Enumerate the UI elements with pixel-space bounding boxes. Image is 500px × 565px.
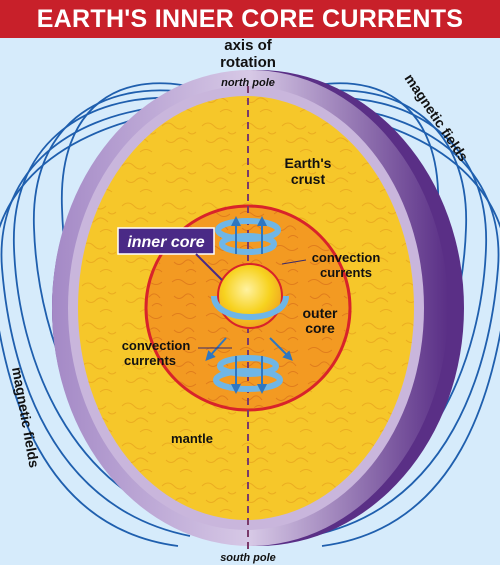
magnetic-fields-label-left: magnetic fields	[9, 366, 42, 469]
inner-core-pointer	[195, 253, 223, 281]
crust-label-line2: crust	[291, 171, 326, 187]
convection-arrows-top	[215, 218, 281, 255]
north-pole-label: north pole	[221, 77, 275, 89]
convection-arrows-bottom	[213, 355, 283, 392]
axis-label-line1: axis of	[224, 38, 273, 54]
inner-core-label: inner core	[127, 234, 204, 251]
axis-label-line2: rotation	[220, 54, 276, 71]
diagram-title: EARTH'S INNER CORE CURRENTS	[36, 4, 464, 33]
earth-diagram: inner core axis of rotation north pole s…	[0, 38, 500, 564]
inner-core-callout-box	[117, 227, 215, 255]
crust-label-line1: Earth's	[285, 155, 332, 171]
south-pole-label: south pole	[220, 552, 276, 564]
convection-right-leader	[281, 259, 307, 265]
mantle-label: mantle	[171, 431, 213, 446]
convection-left-line1: convection	[122, 338, 191, 353]
outer-core-label-line1: outer	[303, 305, 339, 321]
convection-left-line2: currents	[124, 353, 176, 368]
inner-core-ring	[211, 295, 289, 320]
title-bar: EARTH'S INNER CORE CURRENTS	[0, 0, 500, 38]
convection-right-line2: currents	[320, 265, 372, 280]
outer-core-label-line2: core	[305, 320, 335, 336]
convection-right-line1: convection	[312, 250, 381, 265]
